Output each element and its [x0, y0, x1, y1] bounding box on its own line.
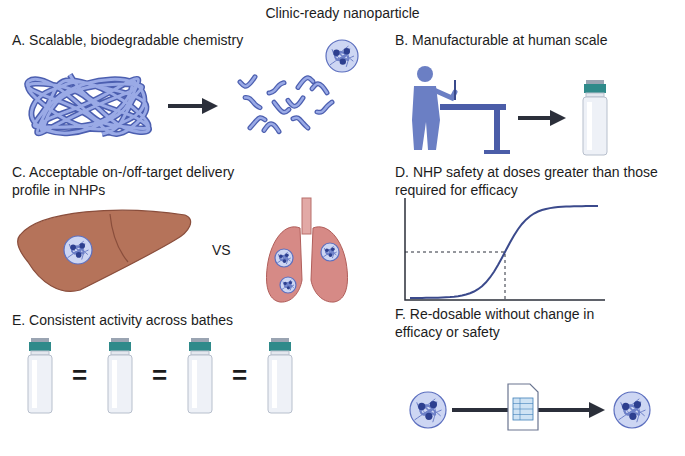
polymer-fragment — [240, 77, 255, 87]
process-arrow — [168, 104, 210, 108]
polymer-fragment — [245, 97, 260, 107]
polymer-fragment — [274, 102, 289, 112]
nanoparticle-icon — [326, 40, 358, 72]
polymer-fragment — [293, 118, 308, 128]
vial-icon — [28, 338, 52, 413]
panel-caption: F. Re-dosable without change in efficacy… — [395, 306, 639, 341]
panel-caption: D. NHP safety at doses greater than thos… — [395, 164, 661, 199]
document-icon — [508, 384, 538, 430]
polymer-fragment — [269, 83, 284, 93]
lungs-organ — [267, 198, 348, 302]
panel-caption: B. Manufacturable at human scale — [395, 32, 607, 50]
polymer-fragment — [298, 78, 313, 88]
process-arrow — [518, 116, 558, 120]
vial-icon — [268, 338, 292, 413]
polymer-fragment — [312, 84, 327, 93]
nanoparticle-icon — [280, 277, 296, 293]
polymer-fragment — [298, 78, 313, 88]
polymer-fragment — [288, 98, 303, 106]
nanoparticle-icon — [64, 236, 92, 264]
polymer-fragment — [240, 77, 255, 87]
nanoparticle-icon — [614, 392, 650, 428]
diagram-title: Clinic-ready nanoparticle — [0, 5, 685, 23]
liver-organ — [18, 210, 191, 291]
nanoparticle-icon — [275, 249, 293, 267]
polymer-fragment — [250, 118, 265, 128]
polymer-fragment — [317, 102, 332, 112]
panel-caption: A. Scalable, biodegradable chemistry — [12, 32, 243, 50]
panel-caption: C. Acceptable on-/off-target delivery pr… — [12, 164, 274, 199]
dose-response-chart — [405, 198, 605, 300]
equals-sign: = — [72, 362, 87, 388]
equals-sign: = — [152, 362, 167, 388]
polymer-tangle — [27, 75, 149, 134]
panel-caption: E. Consistent activity across bathes — [12, 312, 233, 330]
polymer-fragment — [293, 118, 308, 128]
vial-icon — [583, 80, 607, 155]
nanoparticle-icon — [321, 243, 339, 261]
polymer-fragment — [312, 84, 327, 93]
polymer-fragment — [274, 102, 289, 112]
polymer-fragment — [250, 118, 265, 128]
polymer-fragment — [269, 83, 284, 93]
liver-lobe-line — [110, 214, 128, 262]
polymer-tangle — [27, 75, 149, 134]
nanoparticle-icon — [410, 392, 446, 428]
scientist-figure — [412, 66, 510, 154]
vial-icon — [108, 338, 132, 413]
polymer-fragment — [317, 102, 332, 112]
comparison-label: VS — [212, 242, 231, 260]
vial-icon — [188, 338, 212, 413]
polymer-fragment — [288, 98, 303, 106]
polymer-fragment — [264, 124, 279, 132]
polymer-fragment — [264, 124, 279, 132]
polymer-fragment — [245, 97, 260, 107]
equals-sign: = — [232, 362, 247, 388]
